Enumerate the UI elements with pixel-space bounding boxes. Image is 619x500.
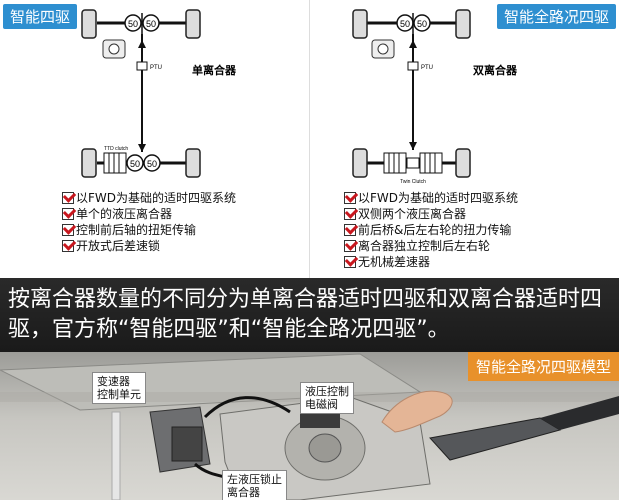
front-left-split: 50 [128,19,138,29]
ptu-label: PTU [421,65,433,71]
feature-item: 双侧两个液压离合器 [344,206,518,222]
front-left-split: 50 [400,19,410,29]
feature-item: 以FWD为基础的适时四驱系统 [62,190,236,206]
clutch-label: Twin Clutch [400,179,426,185]
left-lock-clutch-callout: 左液压锁止 离合器 [222,470,287,500]
single-clutch-feature-list: 以FWD为基础的适时四驱系统 单个的液压离合器 控制前后轴的扭矩传输 开放式后差… [62,190,236,254]
feature-item: 控制前后轴的扭矩传输 [62,222,236,238]
front-right-wheel [185,9,201,39]
rear-left-wheel [352,148,368,178]
rear-right-wheel [185,148,201,178]
diagram-title: 单离合器 [192,63,237,77]
callout-text: 变速器 控制单元 [97,375,141,401]
transmission-ecu-callout: 变速器 控制单元 [92,372,146,404]
twin-clutch-feature-list: 以FWD为基础的适时四驱系统 双侧两个液压离合器 前后桥&后左右轮的扭力传输 离… [344,190,518,270]
solenoid-callout: 液压控制 电磁阀 [300,382,354,414]
feature-item: 以FWD为基础的适时四驱系统 [344,190,518,206]
twin-clutch-panel: 50 50 PTU 双离合器 Twin Clutch 智能全路况四驱 以FWD为… [310,0,619,278]
front-right-split: 50 [417,19,427,29]
single-clutch-panel: 50 50 PTU 单离合器 TTD clutch 50 50 智能四驱 以FW… [0,0,310,278]
feature-item: 无机械差速器 [344,254,518,270]
feature-item: 离合器独立控制后左右轮 [344,238,518,254]
twin-clutch-tag: 智能全路况四驱 [496,4,616,29]
clutch-label: TTD clutch [104,146,128,152]
caption-text: 按离合器数量的不同分为单离合器适时四驱和双离合器适时四驱，官方称“智能四驱”和“… [8,287,603,342]
awd-model-photo: 智能全路况四驱模型 变速器 控制单元 液压控制 电磁阀 左液压锁止 离合器 [0,352,619,500]
rear-right-wheel [455,148,471,178]
front-left-wheel [352,9,368,39]
front-left-wheel [81,9,97,39]
front-right-wheel [455,9,471,39]
caption-band: 按离合器数量的不同分为单离合器适时四驱和双离合器适时四驱，官方称“智能四驱”和“… [0,278,619,352]
feature-item: 前后桥&后左右轮的扭力传输 [344,222,518,238]
diagram-title: 双离合器 [473,63,518,77]
single-clutch-tag: 智能四驱 [3,4,78,29]
feature-item: 单个的液压离合器 [62,206,236,222]
front-right-split: 50 [146,19,156,29]
ptu-label: PTU [150,65,162,71]
rear-left-wheel [81,148,97,178]
feature-item: 开放式后差速锁 [62,238,236,254]
single-clutch-diagram: 50 50 PTU 单离合器 TTD clutch 50 50 [81,9,237,178]
awd-model-tag: 智能全路况四驱模型 [467,352,619,381]
callout-text: 液压控制 电磁阀 [305,385,349,411]
callout-text: 左液压锁止 离合器 [227,473,282,499]
rear-left-split: 50 [130,159,140,169]
rear-right-split: 50 [147,159,157,169]
twin-clutch-diagram: 50 50 PTU 双离合器 Twin Clutch [352,9,518,185]
